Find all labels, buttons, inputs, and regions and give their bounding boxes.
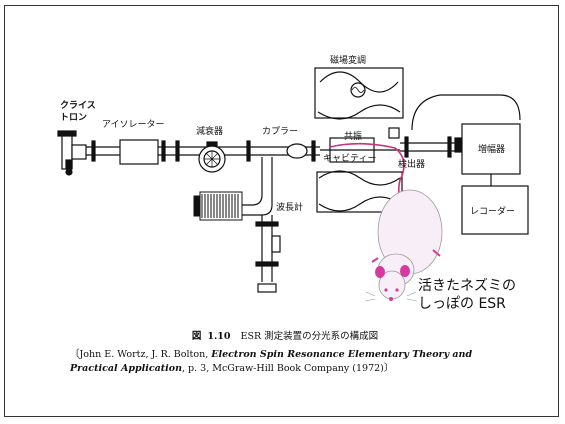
coil-load — [193, 191, 243, 221]
caption-reference: 〔John E. Wortz, J. R. Bolton, Electron S… — [70, 348, 500, 376]
annotation-line-1: 活きたネズミの — [418, 278, 516, 294]
main-waveguide — [86, 136, 455, 165]
mouse-illustration — [364, 189, 443, 302]
attenuator — [198, 141, 226, 173]
label-detector: 検出器 — [398, 158, 425, 170]
ref-book: Electron Spin Resonance Elementary Theor… — [70, 349, 473, 374]
label-klystron-1: クライス — [60, 100, 96, 111]
wavemeter — [255, 215, 281, 293]
ref-rest: , p. 3, McGraw-Hill Book Company (1972)〕 — [182, 363, 394, 374]
label-field-modulation: 磁場変調 — [330, 54, 366, 66]
caption-fig-number: 1.10 — [207, 331, 231, 342]
label-klystron-2: トロン — [60, 112, 87, 123]
ref-authors: 〔John E. Wortz, J. R. Bolton, — [70, 349, 212, 360]
label-recorder: レコーダー — [470, 205, 515, 217]
label-resonance: 共振 — [344, 130, 362, 142]
label-isolator: アイソレーター — [102, 119, 165, 130]
caption-fig-prefix: 図 — [191, 331, 202, 342]
annotation-line-2: しっぽの ESR — [418, 296, 506, 312]
signal-path — [411, 94, 529, 235]
label-coupler: カプラー — [262, 126, 298, 137]
label-attenuator: 減衰器 — [196, 125, 223, 137]
figure-caption: 図 1.10 ESR 測定装置の分光系の構成図 〔John E. Wortz, J.… — [70, 330, 500, 376]
label-cavity: キャビティー — [323, 153, 376, 164]
label-amplifier: 増幅器 — [478, 143, 505, 155]
klystron — [57, 130, 87, 176]
caption-title: ESR 測定装置の分光系の構成図 — [240, 331, 379, 342]
coupler — [240, 143, 308, 216]
label-wavemeter: 波長計 — [276, 201, 303, 213]
